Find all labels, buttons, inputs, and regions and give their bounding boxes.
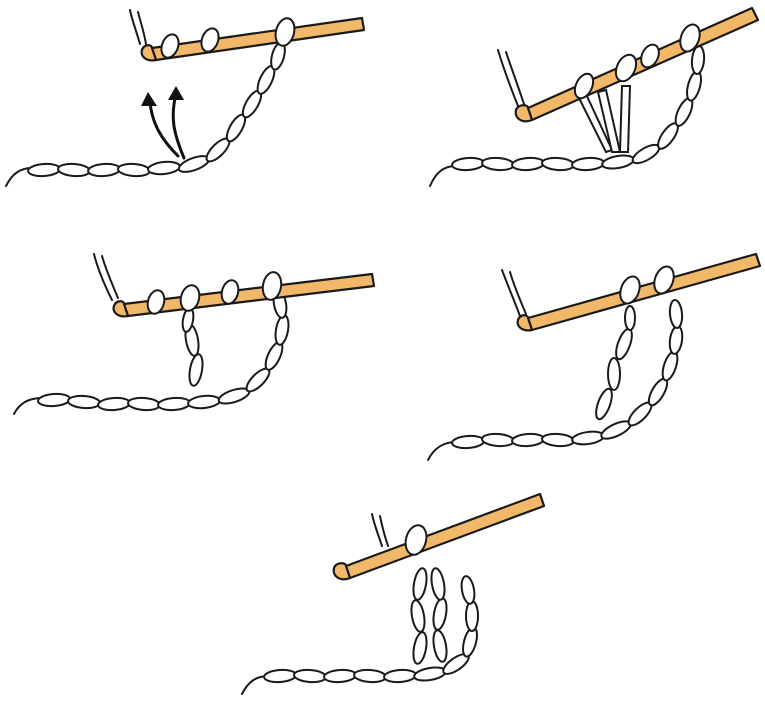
step-2-illustration bbox=[430, 8, 758, 186]
step-3-post bbox=[181, 307, 205, 386]
step-1-illustration bbox=[6, 10, 364, 186]
step-1-direction-arrow-icon bbox=[141, 86, 184, 158]
step-2-base-chain bbox=[430, 46, 705, 186]
step-5-post bbox=[409, 567, 448, 665]
step-1-base-chain bbox=[6, 41, 287, 186]
step-3-illustration bbox=[14, 254, 374, 414]
step-4-post bbox=[593, 306, 635, 421]
step-4-illustration bbox=[428, 254, 760, 460]
step-5-hook-icon bbox=[334, 494, 544, 579]
step-5-illustration bbox=[242, 494, 544, 694]
